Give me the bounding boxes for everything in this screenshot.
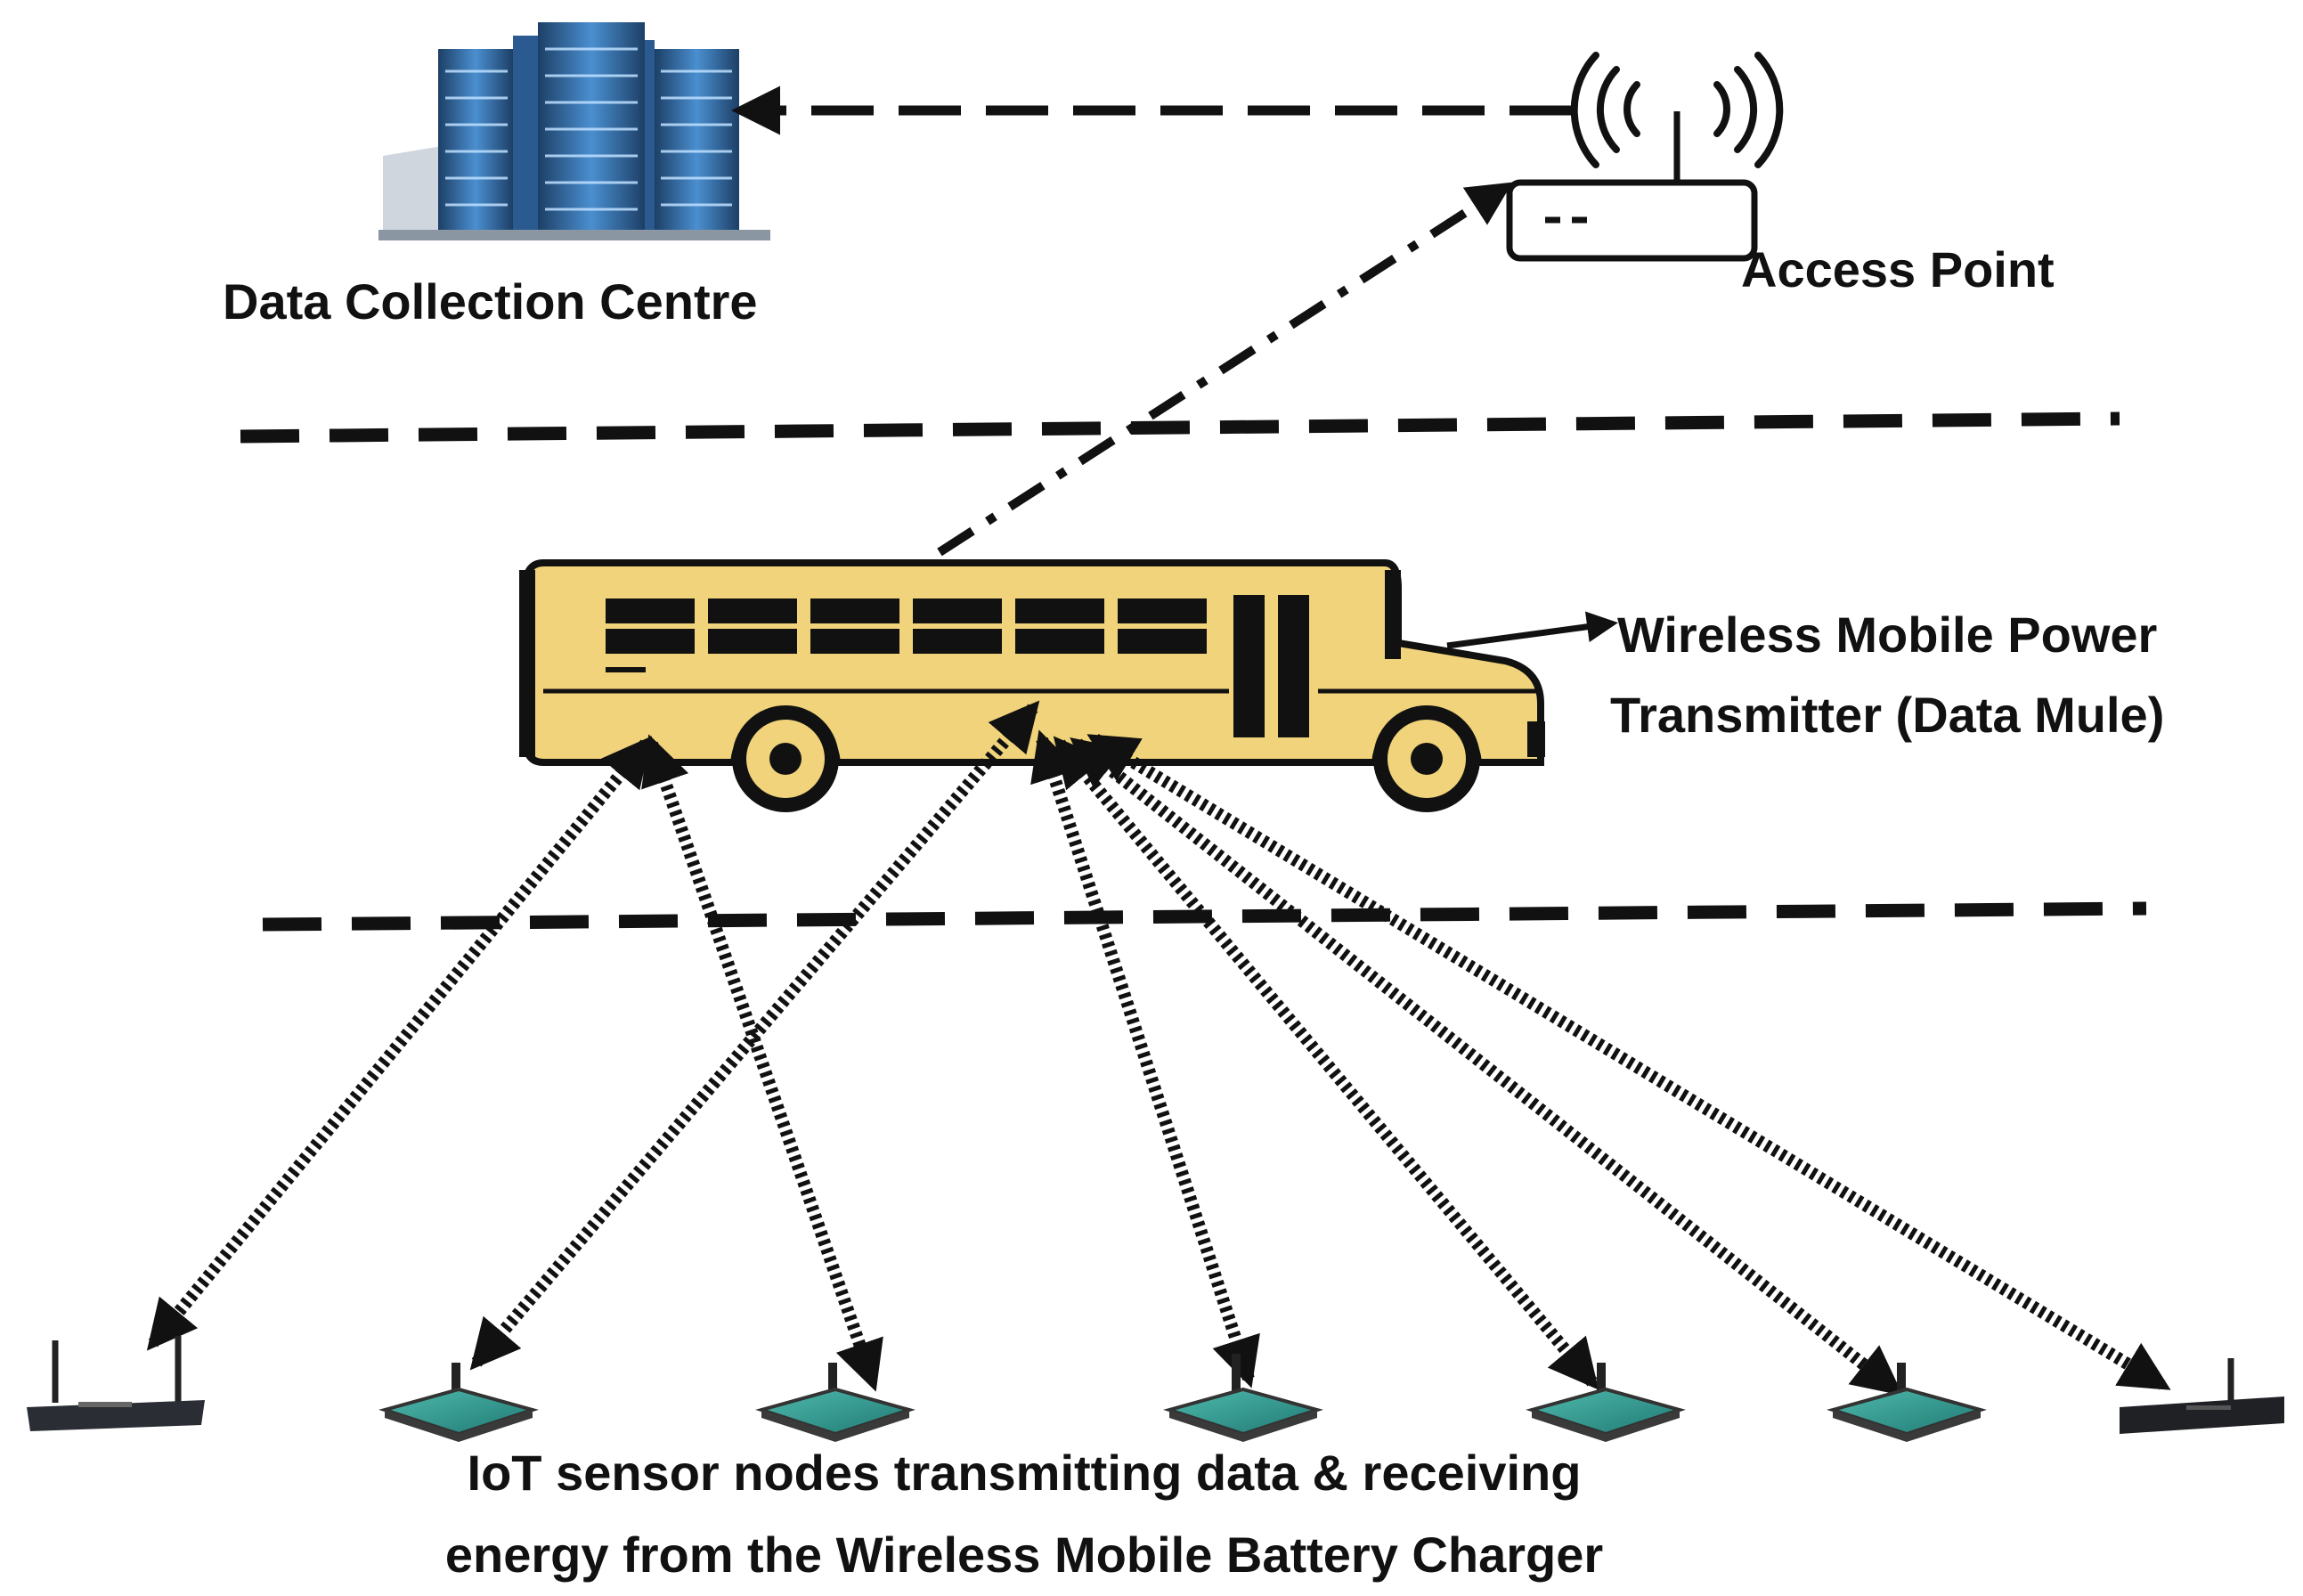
sensor-board-icon xyxy=(1827,1363,1987,1442)
wireless-router-icon xyxy=(1506,52,1784,262)
data-mule-label-line2: Transmitter (Data Mule) xyxy=(1610,687,2165,743)
link-sensor-5 xyxy=(1053,736,1599,1390)
iot-caption-line1: IoT sensor nodes transmitting data & rec… xyxy=(467,1445,1582,1501)
upper-tier-separator xyxy=(240,411,2120,444)
link-sensor-4 xyxy=(1030,729,1260,1388)
data-mule-label: Wireless Mobile Power Transmitter (Data … xyxy=(1610,595,2164,755)
link-sensor-2 xyxy=(469,700,1040,1371)
sensor-board-icon xyxy=(378,1363,539,1442)
mule-sensor-links xyxy=(146,700,2171,1396)
data-collection-centre-label: Data Collection Centre xyxy=(223,273,758,330)
mule-label-pointer xyxy=(1446,611,1618,649)
router-icon xyxy=(27,1336,205,1431)
sensor-row xyxy=(27,1336,2284,1442)
sensor-board-icon xyxy=(755,1363,916,1442)
data-mule-label-line1: Wireless Mobile Power xyxy=(1616,607,2158,663)
sensor-board-icon xyxy=(1526,1363,1686,1442)
iot-sensor-caption: IoT sensor nodes transmitting data & rec… xyxy=(0,1432,2048,1596)
sensor-board-icon xyxy=(1163,1354,1323,1442)
link-sensor-7 xyxy=(1086,734,2171,1390)
school-bus-icon xyxy=(519,559,1545,812)
iot-caption-line2: energy from the Wireless Mobile Battery … xyxy=(444,1527,1604,1583)
router-icon xyxy=(2120,1358,2284,1434)
server-datacenter-icon xyxy=(378,22,770,240)
link-sensor-6 xyxy=(1070,737,1903,1396)
access-point-label: Access Point xyxy=(1741,241,2055,297)
link-sensor-3 xyxy=(641,734,883,1392)
mule-to-ap-link xyxy=(937,182,1513,557)
